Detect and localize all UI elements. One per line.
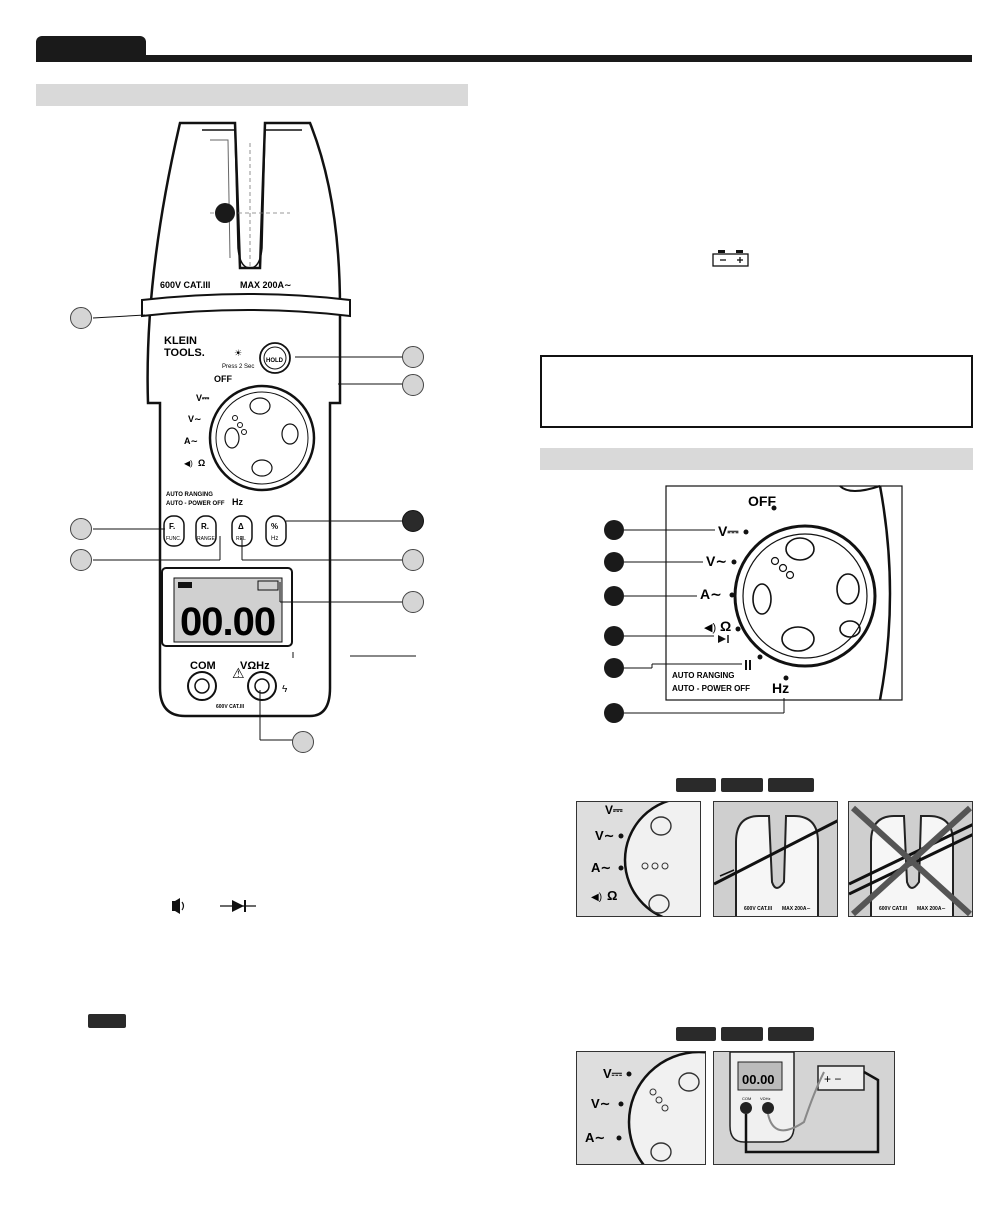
inline-tag bbox=[88, 1014, 126, 1028]
svg-text:AUTO RANGING: AUTO RANGING bbox=[672, 671, 735, 680]
callout-body bbox=[402, 374, 424, 396]
dial-detail-illustration: OFF V⎓ V∼ A∼ ◀) Ω AUTO RANGING AUTO - PO… bbox=[604, 485, 903, 723]
svg-text:V∼: V∼ bbox=[188, 414, 202, 424]
svg-text:V⎓: V⎓ bbox=[605, 803, 623, 817]
jaw-callout bbox=[215, 203, 235, 223]
svg-text:AUTO RANGING: AUTO RANGING bbox=[166, 492, 213, 498]
brand-line-1: KLEIN bbox=[164, 335, 197, 347]
display-digits: 00.00 bbox=[180, 600, 275, 644]
svg-text:V∼: V∼ bbox=[595, 828, 615, 843]
svg-text:%: % bbox=[271, 522, 278, 531]
svg-text:RANGE: RANGE bbox=[197, 536, 215, 542]
svg-text:COM: COM bbox=[190, 660, 216, 672]
svg-text:Hz: Hz bbox=[271, 536, 278, 542]
svg-text:VΩHz: VΩHz bbox=[760, 1096, 771, 1101]
svg-text:A∼: A∼ bbox=[591, 860, 611, 875]
svg-text:AUTO - POWER OFF: AUTO - POWER OFF bbox=[166, 501, 225, 507]
svg-text:◀): ◀) bbox=[184, 459, 193, 468]
svg-text:◀): ◀) bbox=[704, 622, 716, 634]
section-band-right bbox=[540, 448, 973, 470]
svg-text:☀: ☀ bbox=[234, 348, 242, 358]
svg-text:Δ: Δ bbox=[238, 522, 244, 531]
photo-clamp-correct: 600V CAT.III MAX 200A∼ bbox=[713, 801, 838, 917]
svg-text:A∼: A∼ bbox=[184, 436, 198, 446]
svg-text:600V CAT.III: 600V CAT.III bbox=[744, 906, 773, 912]
callout-display bbox=[402, 591, 424, 613]
callout-range bbox=[70, 549, 92, 571]
tag-row1-a bbox=[676, 778, 716, 792]
svg-text:COM: COM bbox=[742, 1096, 751, 1101]
svg-text:ϟ: ϟ bbox=[282, 684, 288, 695]
svg-text:OFF: OFF bbox=[214, 374, 232, 384]
callout-guard bbox=[70, 307, 92, 329]
svg-text:600V CAT.III: 600V CAT.III bbox=[216, 704, 245, 710]
svg-text:VΩHz: VΩHz bbox=[240, 660, 270, 672]
svg-text:V∼: V∼ bbox=[706, 553, 727, 569]
svg-text:00.00: 00.00 bbox=[742, 1072, 775, 1087]
svg-text:MAX 200A∼: MAX 200A∼ bbox=[917, 906, 946, 912]
hold-button-label: HOLD bbox=[266, 358, 284, 364]
svg-text:F.: F. bbox=[169, 522, 175, 531]
continuity-diode-icons bbox=[172, 898, 256, 914]
tag-row1-b bbox=[721, 778, 763, 792]
svg-text:Ω: Ω bbox=[607, 888, 617, 903]
svg-text:V∼: V∼ bbox=[591, 1096, 611, 1111]
svg-text:⚠: ⚠ bbox=[232, 665, 245, 681]
svg-text:V⎓: V⎓ bbox=[603, 1066, 623, 1081]
svg-text:◀): ◀) bbox=[591, 892, 602, 903]
svg-text:REL: REL bbox=[236, 536, 246, 542]
svg-text:A∼: A∼ bbox=[585, 1130, 605, 1145]
tag-row2-a bbox=[676, 1027, 716, 1041]
svg-text:V⎓: V⎓ bbox=[718, 523, 739, 539]
tag-row2-b bbox=[721, 1027, 763, 1041]
brand-line-2: TOOLS. bbox=[164, 347, 205, 359]
svg-text:V⎓: V⎓ bbox=[196, 393, 210, 403]
svg-text:Ω: Ω bbox=[198, 458, 205, 468]
press-hint-label: Press 2 Sec bbox=[222, 364, 254, 370]
callout-func bbox=[70, 518, 92, 540]
photo-dial-vdc: V⎓ V∼ A∼ bbox=[576, 1051, 706, 1165]
cat-rating-label: 600V CAT.III bbox=[160, 280, 210, 290]
photo-clamp-incorrect: 600V CAT.III MAX 200A∼ bbox=[848, 801, 973, 917]
callout-jack bbox=[292, 731, 314, 753]
max-current-label: MAX 200A∼ bbox=[240, 280, 292, 290]
battery-icon bbox=[712, 250, 749, 267]
tag-row2-c bbox=[768, 1027, 814, 1041]
svg-text:A∼: A∼ bbox=[700, 586, 722, 602]
svg-text:MAX 200A∼: MAX 200A∼ bbox=[782, 906, 811, 912]
svg-text:Ω: Ω bbox=[720, 618, 731, 634]
svg-text:OFF: OFF bbox=[748, 493, 776, 509]
tag-row1-c bbox=[768, 778, 814, 792]
svg-text:R.: R. bbox=[201, 522, 209, 531]
photo-dial-closeup: V⎓ V∼ A∼ ◀) Ω bbox=[576, 801, 701, 917]
meter-leader-lines bbox=[92, 314, 416, 741]
svg-text:FUNC.: FUNC. bbox=[166, 536, 181, 542]
svg-text:AUTO - POWER OFF: AUTO - POWER OFF bbox=[672, 684, 750, 693]
svg-text:Hz: Hz bbox=[772, 680, 789, 696]
callout-hz bbox=[402, 510, 424, 532]
section-band-left bbox=[36, 84, 468, 106]
note-box bbox=[540, 355, 973, 428]
callout-rel bbox=[402, 549, 424, 571]
svg-text:Hz: Hz bbox=[232, 497, 243, 507]
callout-hold bbox=[402, 346, 424, 368]
photo-battery-test: 00.00 COM VΩHz + − bbox=[713, 1051, 895, 1165]
svg-text:600V CAT.III: 600V CAT.III bbox=[879, 906, 908, 912]
svg-text:+ −: + − bbox=[824, 1072, 841, 1086]
clamp-meter-illustration: 600V CAT.III MAX 200A∼ KLEIN TOOLS. ☀ Pr… bbox=[141, 121, 351, 718]
section-header-rule bbox=[36, 55, 972, 62]
